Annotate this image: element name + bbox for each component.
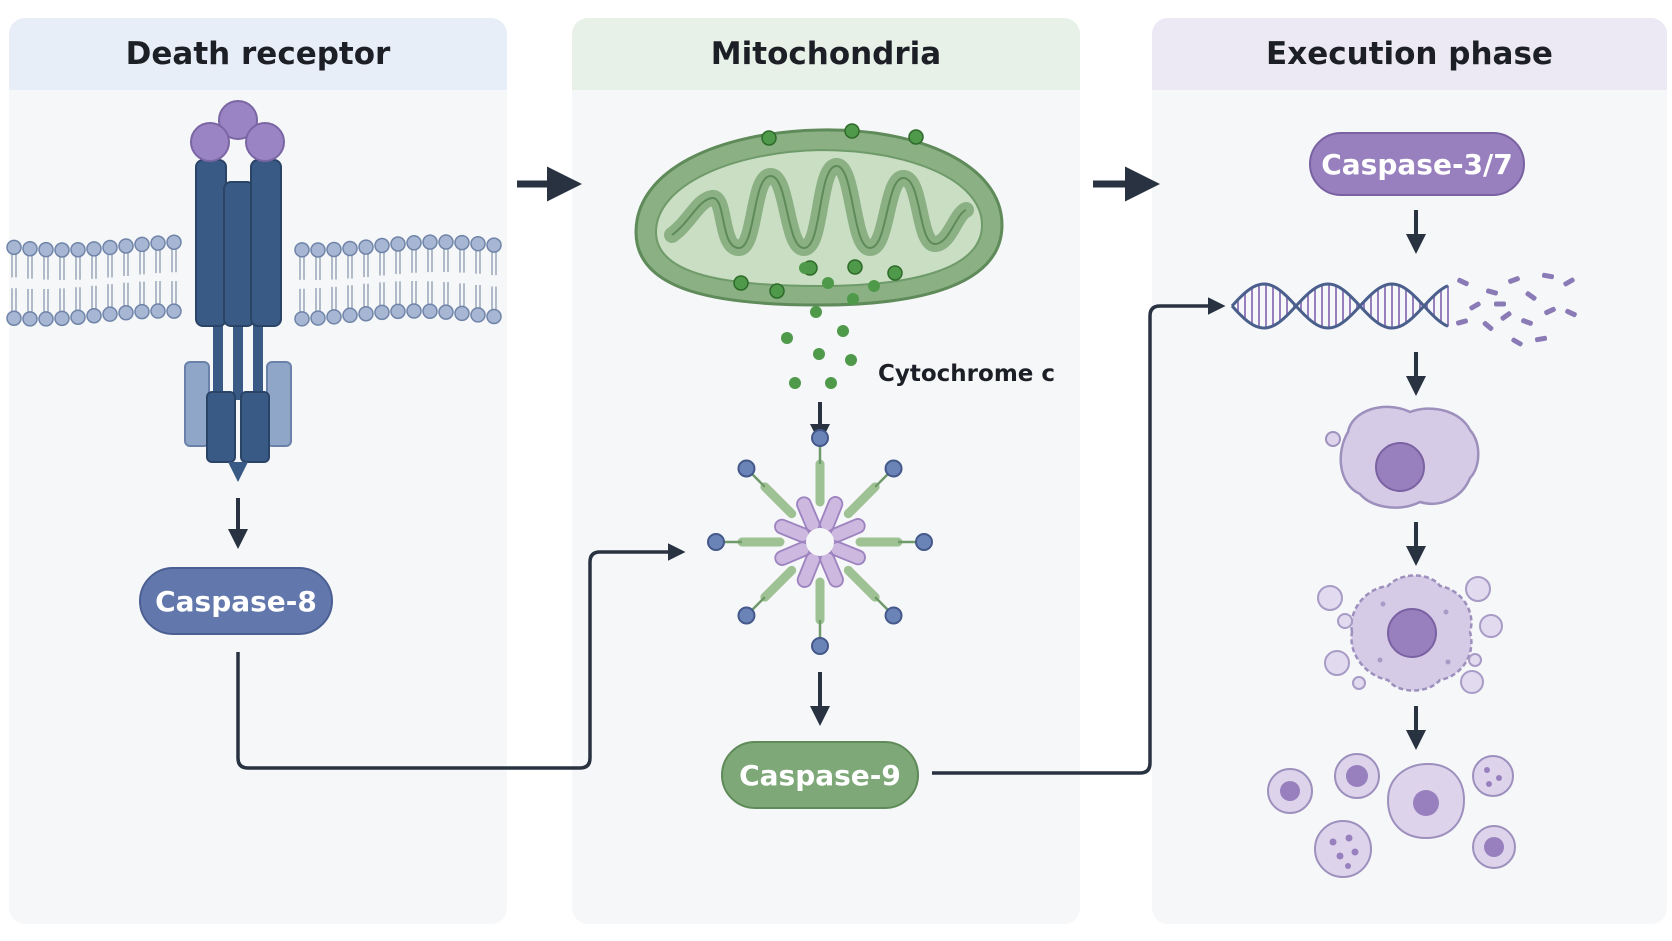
lipid-bilayer-icon xyxy=(6,234,502,327)
death-receptor-icon xyxy=(184,100,292,482)
caspase-8-label: Caspase-8 xyxy=(155,585,317,618)
membrane-blebbing-icon xyxy=(1317,574,1503,694)
apoptotic-bodies-icon xyxy=(1267,753,1516,878)
connector-caspase9-to-dna xyxy=(932,297,1226,775)
apoptosome-icon xyxy=(707,429,933,655)
mitochondrion-icon xyxy=(634,123,1004,307)
cytochrome-c-label: Cytochrome c xyxy=(878,361,1055,387)
death-receptor-title: Death receptor xyxy=(9,18,507,90)
mitochondria-title: Mitochondria xyxy=(572,18,1080,90)
caspase-9-label: Caspase-9 xyxy=(739,759,901,792)
caspase-3-7-pill: Caspase-3/7 xyxy=(1309,132,1525,196)
connector-caspase8-to-apoptosome xyxy=(236,543,686,770)
caspase-9-pill: Caspase-9 xyxy=(721,741,919,809)
caspase-8-pill: Caspase-8 xyxy=(139,567,333,635)
cell-shrinkage-icon xyxy=(1325,405,1480,509)
caspase-3-7-label: Caspase-3/7 xyxy=(1321,148,1513,181)
execution-phase-title: Execution phase xyxy=(1152,18,1667,90)
cytochrome-c-particles xyxy=(781,262,880,389)
dna-fragmentation-icon xyxy=(1230,272,1577,347)
